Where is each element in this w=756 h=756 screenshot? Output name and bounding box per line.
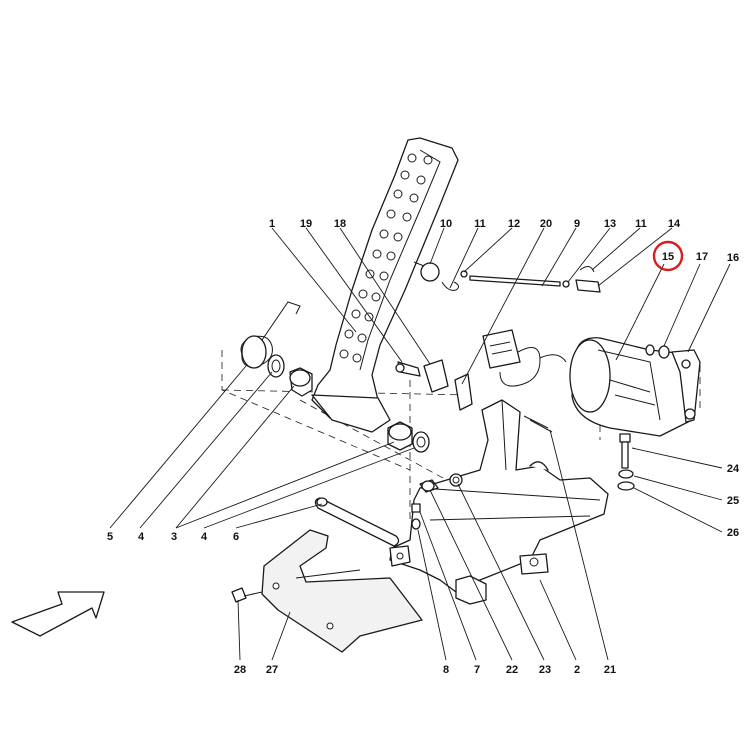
base-screws	[411, 473, 463, 530]
callout-4: 4	[138, 531, 145, 543]
callout-18: 18	[334, 218, 346, 230]
callout-19: 19	[300, 218, 312, 230]
callout-21: 21	[604, 664, 616, 676]
return-spring	[240, 301, 301, 369]
callout-24: 24	[727, 463, 740, 475]
callout-4b: 4	[201, 531, 208, 543]
callout-3: 3	[171, 531, 177, 543]
callout-26: 26	[727, 527, 739, 539]
callout-17: 17	[696, 251, 708, 263]
callout-10: 10	[440, 218, 452, 230]
callout-5: 5	[107, 531, 113, 543]
callout-6: 6	[233, 531, 239, 543]
pivot-pin	[314, 497, 400, 547]
callout-12: 12	[508, 218, 520, 230]
arrow-icon	[11, 591, 105, 637]
pedal-arm	[311, 137, 459, 433]
callout-7: 7	[474, 664, 480, 676]
callout-28: 28	[234, 664, 246, 676]
callout-23: 23	[539, 664, 551, 676]
throttle-cable	[413, 261, 601, 293]
callout-15: 15	[662, 251, 674, 263]
callout-11: 11	[474, 218, 486, 230]
callout-20: 20	[540, 218, 552, 230]
callout-8: 8	[443, 664, 449, 676]
callout-1: 1	[269, 218, 275, 230]
callout-27: 27	[266, 664, 278, 676]
callout-labels: 1 19 18 10 11 12 20 9 13 11 14 15 17 16 …	[107, 218, 740, 676]
mounting-bolts	[617, 433, 635, 491]
callout-2: 2	[574, 664, 580, 676]
callout-14: 14	[668, 218, 681, 230]
actuator-motor	[569, 337, 701, 437]
leader-lines	[109, 227, 731, 661]
callout-25: 25	[727, 495, 739, 507]
electrical-connector	[454, 329, 567, 411]
highlight-ring	[652, 240, 684, 272]
bracket-fasteners	[395, 359, 449, 393]
callout-16: 16	[727, 252, 739, 264]
callout-9: 9	[574, 218, 580, 230]
bushes-and-washers	[267, 354, 430, 453]
base-support	[389, 399, 609, 605]
callout-13: 13	[604, 218, 616, 230]
floor-plate	[231, 529, 423, 653]
callout-22: 22	[506, 664, 518, 676]
callout-11b: 11	[635, 218, 647, 230]
